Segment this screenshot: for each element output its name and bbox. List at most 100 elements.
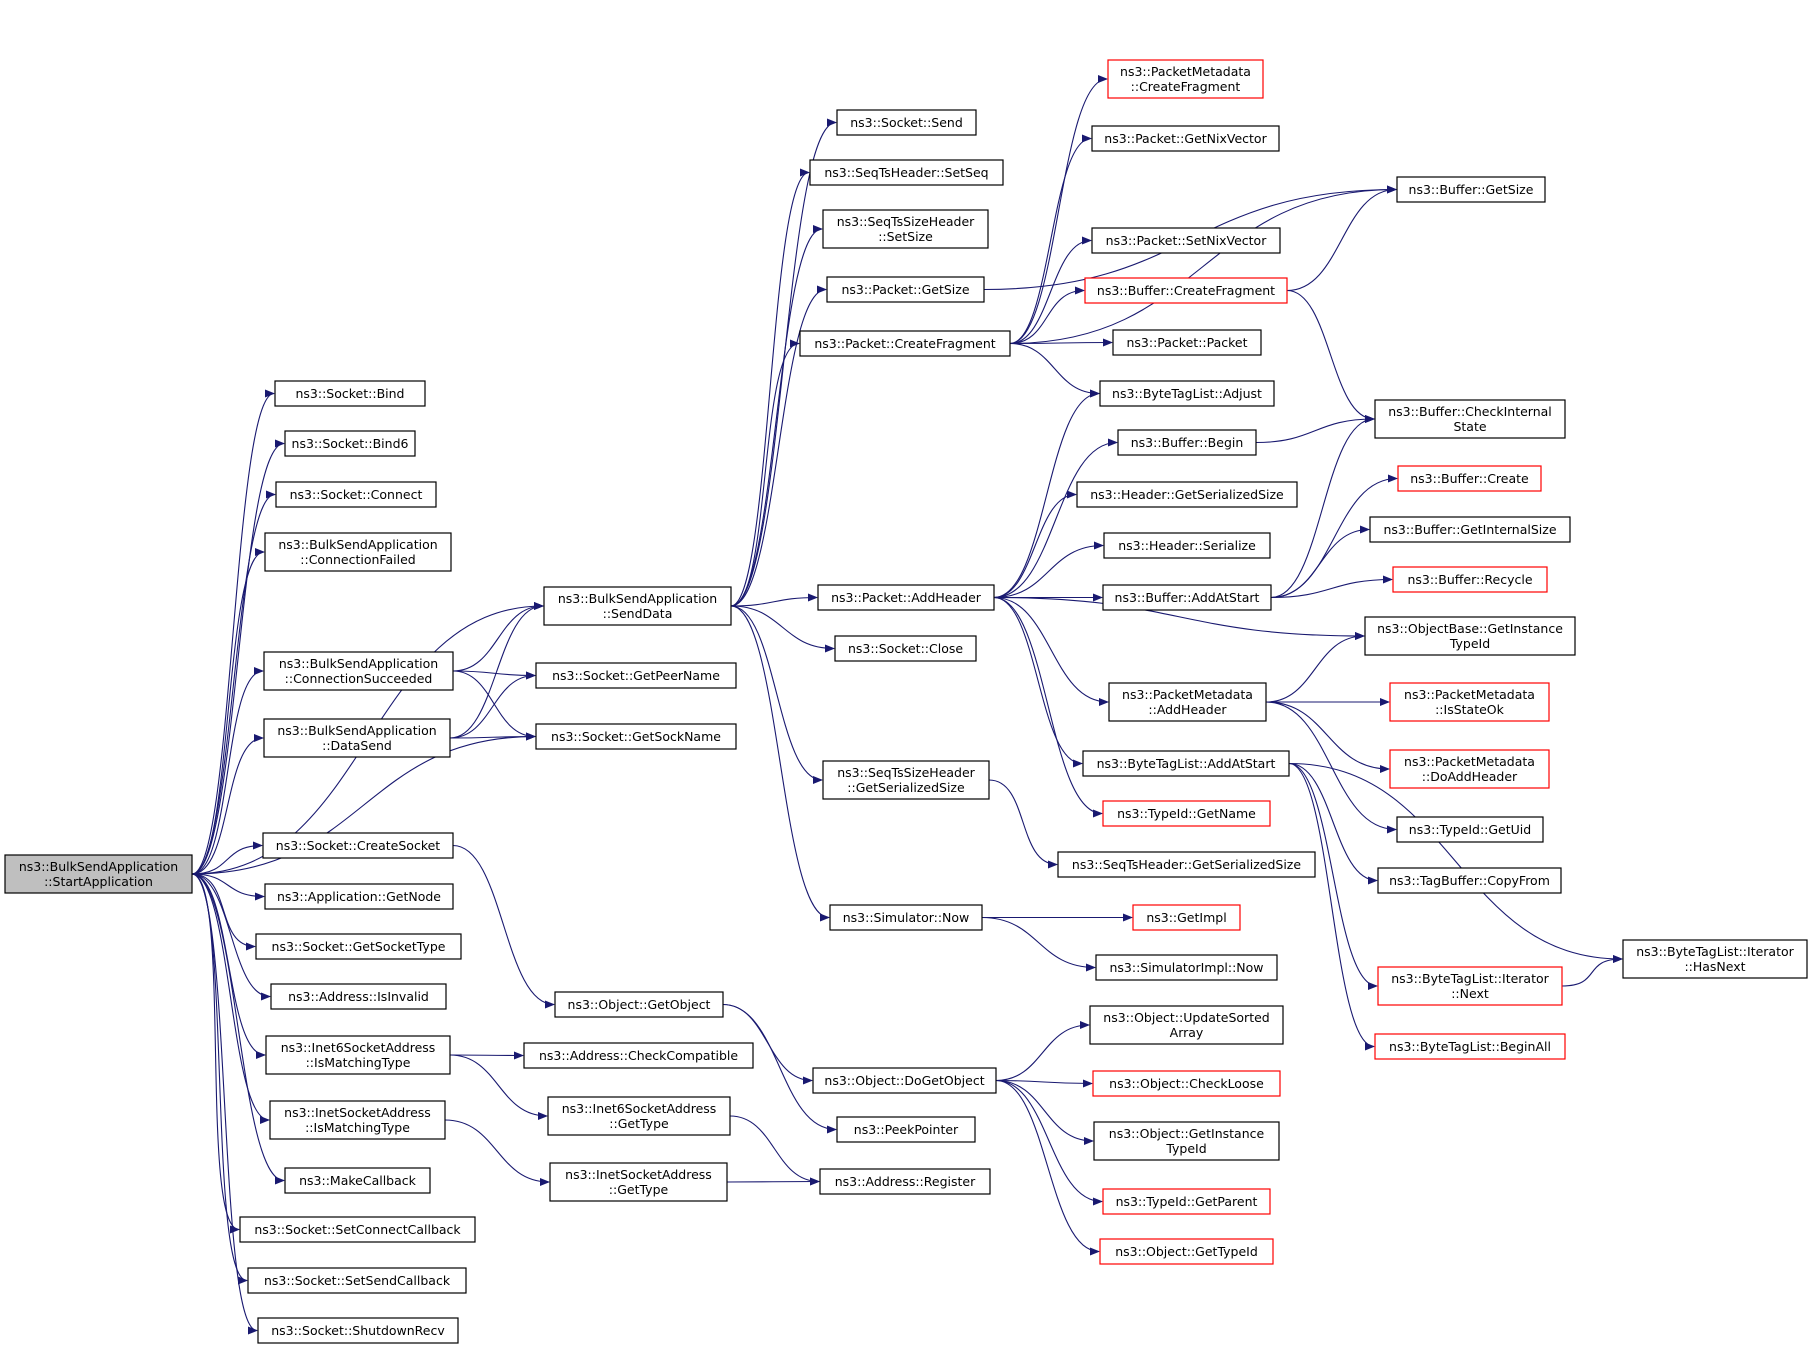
node-btliterhasnext[interactable]: ns3::ByteTagList::Iterator::HasNext [1622,939,1808,979]
call-edge-imatch-to-igettype [444,1119,550,1186]
node-label: ns3::PacketMetadata [1122,687,1253,702]
node-bind[interactable]: ns3::Socket::Bind [274,380,426,407]
node-box [1377,867,1562,894]
node-pktgetsize[interactable]: ns3::Packet::GetSize [826,276,985,303]
node-peekpointer[interactable]: ns3::PeekPointer [836,1116,976,1143]
node-box [554,991,724,1018]
node-bind6[interactable]: ns3::Socket::Bind6 [284,430,416,457]
node-box [1091,125,1280,152]
node-start[interactable]: ns3::BulkSendApplication::StartApplicati… [4,854,193,894]
call-edge-dogetobject-to-updatesorted [995,1021,1090,1082]
node-createsocket[interactable]: ns3::Socket::CreateSocket [262,832,454,859]
node-seqtsgss[interactable]: ns3::SeqTsHeader::GetSerializedSize [1057,851,1316,878]
node-sizehdrgss[interactable]: ns3::SeqTsSizeHeader::GetSerializedSize [822,760,990,800]
node-packet[interactable]: ns3::Packet::Packet [1112,329,1262,356]
node-box [1396,176,1546,203]
call-edge-igettype-to-register [726,1177,820,1186]
node-setsendcb[interactable]: ns3::Socket::SetSendCallback [247,1267,467,1294]
node-box [1103,532,1271,559]
node-simnow[interactable]: ns3::Simulator::Now [829,904,983,931]
node-isinvalid[interactable]: ns3::Address::IsInvalid [270,983,447,1010]
call-edge-senddata-to-addheader [730,593,818,607]
node-addheader[interactable]: ns3::Packet::AddHeader [817,584,995,611]
node-bufaddatstart[interactable]: ns3::Buffer::AddAtStart [1102,584,1272,611]
node-label: State [1453,419,1486,434]
node-label: ns3::ByteTagList::BeginAll [1389,1039,1551,1054]
node-btlbeginall[interactable]: ns3::ByteTagList::BeginAll [1374,1033,1566,1060]
node-btladjust[interactable]: ns3::ByteTagList::Adjust [1099,380,1275,407]
node-label: ns3::InetSocketAddress [284,1105,431,1120]
node-typeidgetparent[interactable]: ns3::TypeId::GetParent [1102,1188,1271,1215]
node-imatch[interactable]: ns3::InetSocketAddress::IsMatchingType [269,1100,446,1140]
node-label: ns3::BulkSendApplication [279,656,438,671]
node-hdrgss[interactable]: ns3::Header::GetSerializedSize [1076,481,1298,508]
node-objgettypeid[interactable]: ns3::Object::GetTypeId [1099,1238,1274,1265]
call-edge-bufcreatefrag-to-bufgetsize [1286,185,1397,292]
node-bufrecycle[interactable]: ns3::Buffer::Recycle [1392,566,1548,593]
call-edge-start-to-bind6 [191,439,285,875]
node-checkloose[interactable]: ns3::Object::CheckLoose [1092,1070,1281,1097]
node-label: ns3::Buffer::CreateFragment [1097,283,1275,298]
node-i6gettype[interactable]: ns3::Inet6SocketAddress::GetType [547,1096,731,1136]
node-connfailed[interactable]: ns3::BulkSendApplication::ConnectionFail… [264,532,452,572]
node-makecallback[interactable]: ns3::MakeCallback [284,1167,431,1194]
node-label: ::GetType [609,1116,669,1131]
node-getimpl[interactable]: ns3::GetImpl [1132,904,1241,931]
node-tagbufcopyfrom[interactable]: ns3::TagBuffer::CopyFrom [1377,867,1562,894]
node-connect[interactable]: ns3::Socket::Connect [275,481,437,508]
node-bufcreatefrag[interactable]: ns3::Buffer::CreateFragment [1084,277,1288,304]
node-typeidgetuid[interactable]: ns3::TypeId::GetUid [1396,816,1544,843]
node-typeidgetname[interactable]: ns3::TypeId::GetName [1102,800,1271,827]
node-getpeername[interactable]: ns3::Socket::GetPeerName [535,662,737,689]
node-i6match[interactable]: ns3::Inet6SocketAddress::IsMatchingType [265,1035,451,1075]
node-btladdatstart[interactable]: ns3::ByteTagList::AddAtStart [1082,750,1290,777]
call-edge-bufaddatstart-to-bufcheckinternal [1270,415,1375,599]
node-setconnectcb[interactable]: ns3::Socket::SetConnectCallback [239,1216,476,1243]
node-label: ns3::Buffer::AddAtStart [1115,590,1260,605]
call-edge-start-to-setsendcb [191,873,248,1285]
node-bufgetsize[interactable]: ns3::Buffer::GetSize [1396,176,1546,203]
node-setseq[interactable]: ns3::SeqTsHeader::SetSeq [809,159,1004,186]
node-setnix[interactable]: ns3::Packet::SetNixVector [1091,227,1281,254]
node-createfrag[interactable]: ns3::Packet::CreateFragment [799,330,1011,357]
node-pmisstateok[interactable]: ns3::PacketMetadata::IsStateOk [1389,682,1550,722]
node-getnix[interactable]: ns3::Packet::GetNixVector [1091,125,1280,152]
node-dogetobject[interactable]: ns3::Object::DoGetObject [812,1067,997,1094]
node-hdrserialize[interactable]: ns3::Header::Serialize [1103,532,1271,559]
node-box [257,1317,459,1344]
nodes-layer: ns3::BulkSendApplication::StartApplicati… [4,59,1808,1344]
node-pmaddheader[interactable]: ns3::PacketMetadata::AddHeader [1108,682,1267,722]
node-checkcompat[interactable]: ns3::Address::CheckCompatible [523,1042,754,1069]
call-edge-addheader-to-pmaddheader [993,596,1109,706]
node-btliternext[interactable]: ns3::ByteTagList::Iterator::Next [1377,966,1563,1006]
node-senddata[interactable]: ns3::BulkSendApplication::SendData [543,586,732,626]
node-shutdownrecv[interactable]: ns3::Socket::ShutdownRecv [257,1317,459,1344]
node-getobject[interactable]: ns3::Object::GetObject [554,991,724,1018]
node-pmcreatefrag[interactable]: ns3::PacketMetadata::CreateFragment [1107,59,1264,99]
node-bufcreate[interactable]: ns3::Buffer::Create [1397,465,1542,492]
call-edge-btladdatstart-to-btliterhasnext [1288,762,1623,963]
node-getsockettype[interactable]: ns3::Socket::GetSocketType [255,933,462,960]
node-register[interactable]: ns3::Address::Register [819,1168,991,1195]
node-box [1396,816,1544,843]
node-bufbegin[interactable]: ns3::Buffer::Begin [1117,429,1257,456]
node-label: ::AddHeader [1148,702,1227,717]
call-edge-addheader-to-objbasegetinstance [993,596,1365,640]
node-label: ns3::Header::GetSerializedSize [1090,487,1284,502]
node-pmdoaddheader[interactable]: ns3::PacketMetadata::DoAddHeader [1389,749,1550,789]
node-sockclose[interactable]: ns3::Socket::Close [834,635,977,662]
node-getsockname[interactable]: ns3::Socket::GetSockName [535,723,737,750]
node-socksend[interactable]: ns3::Socket::Send [836,109,977,136]
node-connsucc[interactable]: ns3::BulkSendApplication::ConnectionSucc… [263,651,454,691]
node-simimplnow[interactable]: ns3::SimulatorImpl::Now [1095,954,1278,981]
node-igettype[interactable]: ns3::InetSocketAddress::GetType [549,1162,728,1202]
node-setsize[interactable]: ns3::SeqTsSizeHeader::SetSize [822,209,989,249]
node-getnode[interactable]: ns3::Application::GetNode [264,883,454,910]
node-bufgetinternalsize[interactable]: ns3::Buffer::GetInternalSize [1369,516,1571,543]
node-label: ns3::PacketMetadata [1120,64,1251,79]
node-datasend[interactable]: ns3::BulkSendApplication::DataSend [263,718,451,758]
